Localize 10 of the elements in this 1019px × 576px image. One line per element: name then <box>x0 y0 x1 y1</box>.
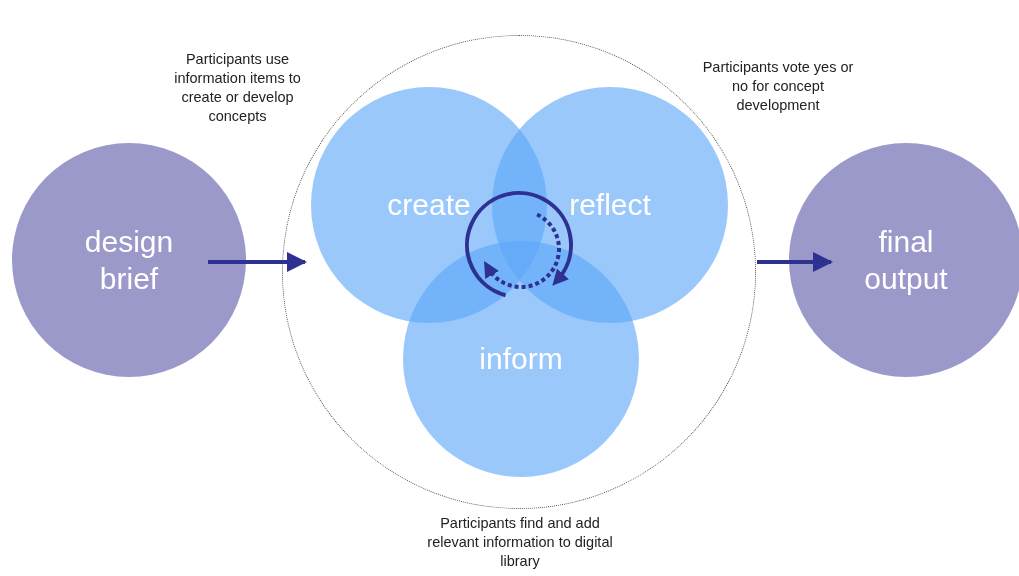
circle-label: design brief <box>83 223 175 297</box>
annotation-text: Participants find and add relevant information to digital library <box>426 514 614 571</box>
arrow <box>757 252 833 272</box>
circle-label: reflect <box>569 187 651 224</box>
circle-label: inform <box>479 341 563 378</box>
annotation-text: Participants vote yes or no for concept development <box>701 58 855 115</box>
arrow <box>208 252 307 272</box>
circle-label: final output <box>863 223 949 297</box>
annotation-text: Participants use information items to create or develop concepts <box>173 50 302 126</box>
circle-label: create <box>387 187 471 224</box>
